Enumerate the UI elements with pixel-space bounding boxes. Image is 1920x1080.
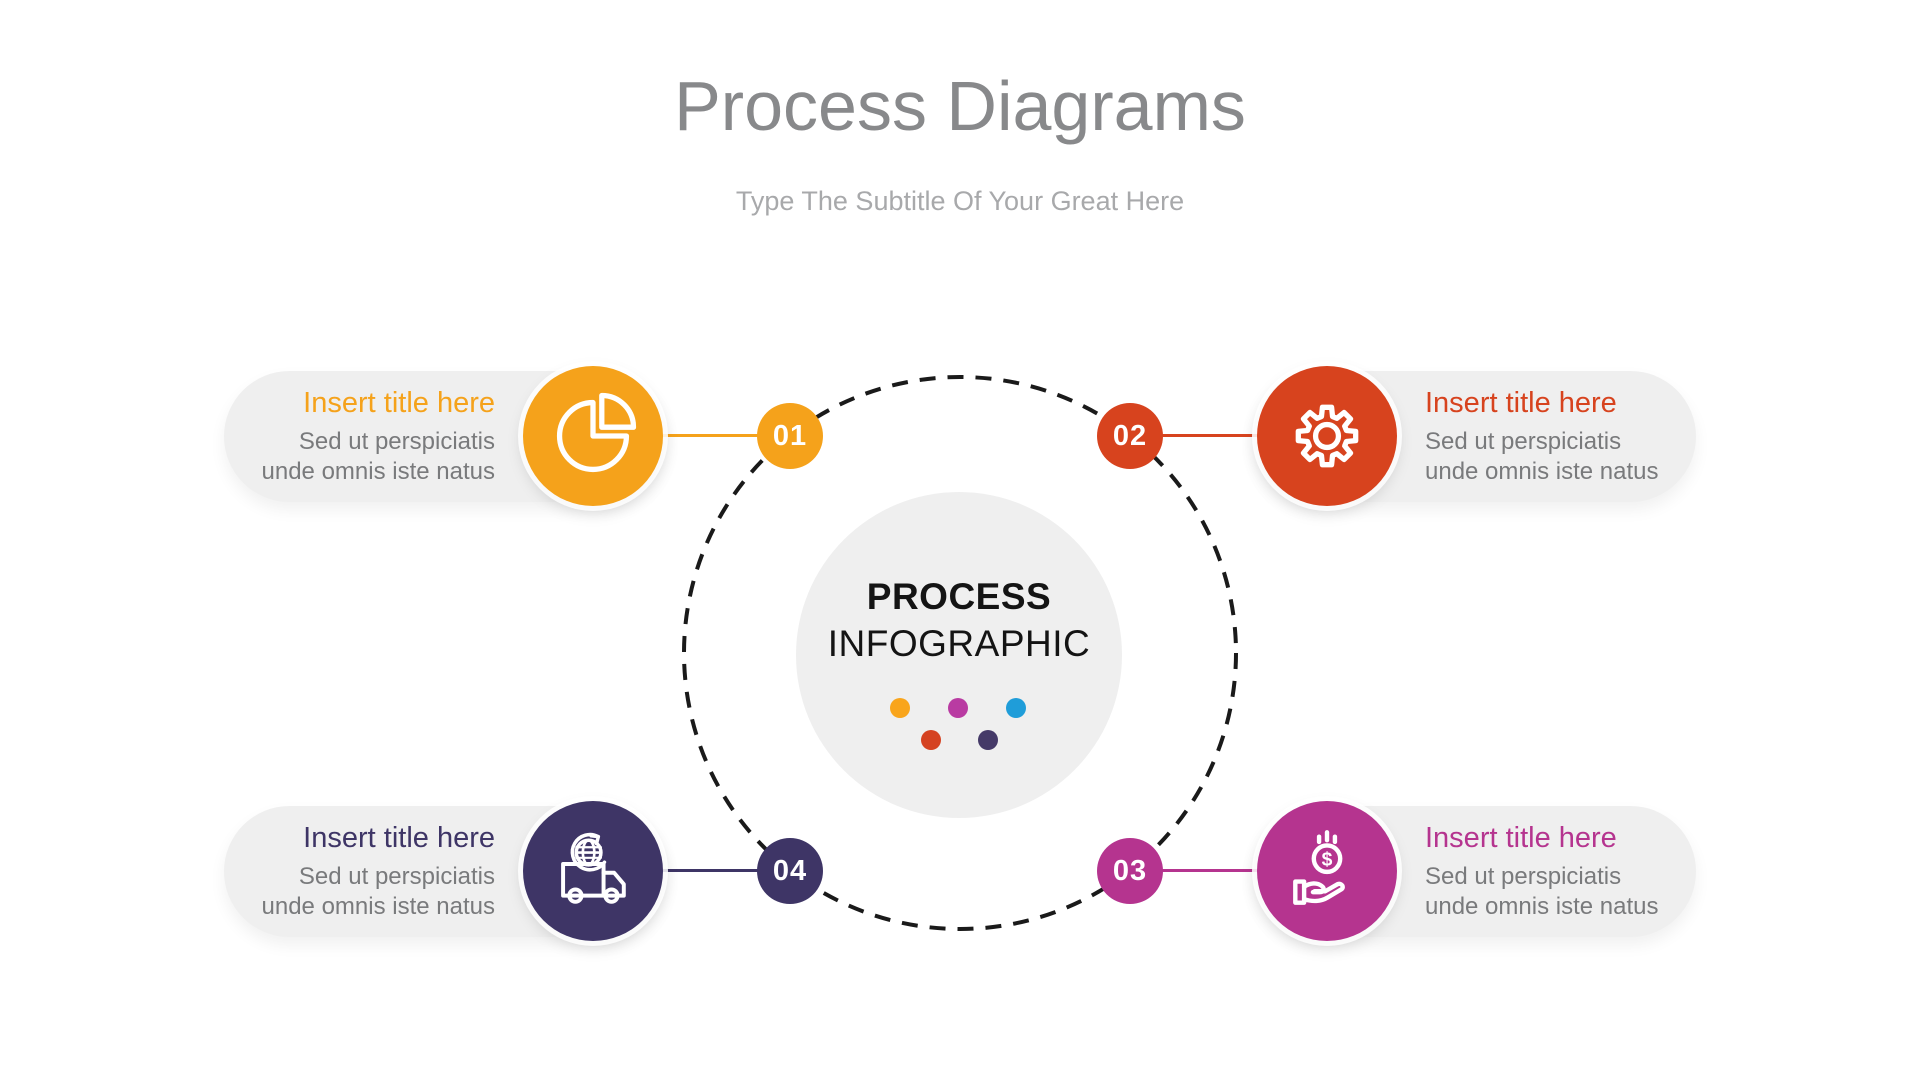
step-body: Sed ut perspiciatis unde omnis iste natu… bbox=[1425, 427, 1659, 485]
step-badge-02: 02 bbox=[1097, 403, 1163, 469]
connector-04 bbox=[661, 869, 759, 872]
gear-icon bbox=[1257, 366, 1397, 506]
step-body: Sed ut perspiciatis unde omnis iste natu… bbox=[1425, 862, 1659, 920]
step-body: Sed ut perspiciatis unde omnis iste natu… bbox=[261, 427, 495, 485]
center-dot bbox=[978, 730, 998, 750]
step-title: Insert title here bbox=[1425, 386, 1617, 419]
step-body: Sed ut perspiciatis unde omnis iste natu… bbox=[261, 862, 495, 920]
center-dot bbox=[948, 698, 968, 718]
center-title-line2: INFOGRAPHIC bbox=[827, 623, 1091, 664]
center-title-line1: PROCESS bbox=[866, 576, 1052, 617]
step-title: Insert title here bbox=[303, 821, 495, 854]
delivery-truck-icon bbox=[523, 801, 663, 941]
page-title: Process Diagrams bbox=[674, 67, 1246, 145]
step-badge-01: 01 bbox=[757, 403, 823, 469]
step-title: Insert title here bbox=[303, 386, 495, 419]
connector-01 bbox=[661, 434, 759, 437]
svg-text:$: $ bbox=[1322, 849, 1333, 871]
step-title: Insert title here bbox=[1425, 821, 1617, 854]
center-dot bbox=[890, 698, 910, 718]
connector-02 bbox=[1161, 434, 1259, 437]
center-dot bbox=[921, 730, 941, 750]
center-circle: PROCESS INFOGRAPHIC bbox=[796, 492, 1122, 818]
step-badge-03: 03 bbox=[1097, 838, 1163, 904]
step-card-02: Insert title here Sed ut perspiciatis un… bbox=[1253, 371, 1696, 502]
page-subtitle: Type The Subtitle Of Your Great Here bbox=[735, 186, 1185, 216]
step-badge-04: 04 bbox=[757, 838, 823, 904]
center-dot bbox=[1006, 698, 1026, 718]
hand-money-icon: $ bbox=[1257, 801, 1397, 941]
connector-03 bbox=[1161, 869, 1259, 872]
center-dots bbox=[890, 698, 1030, 754]
pie-chart-icon bbox=[523, 366, 663, 506]
